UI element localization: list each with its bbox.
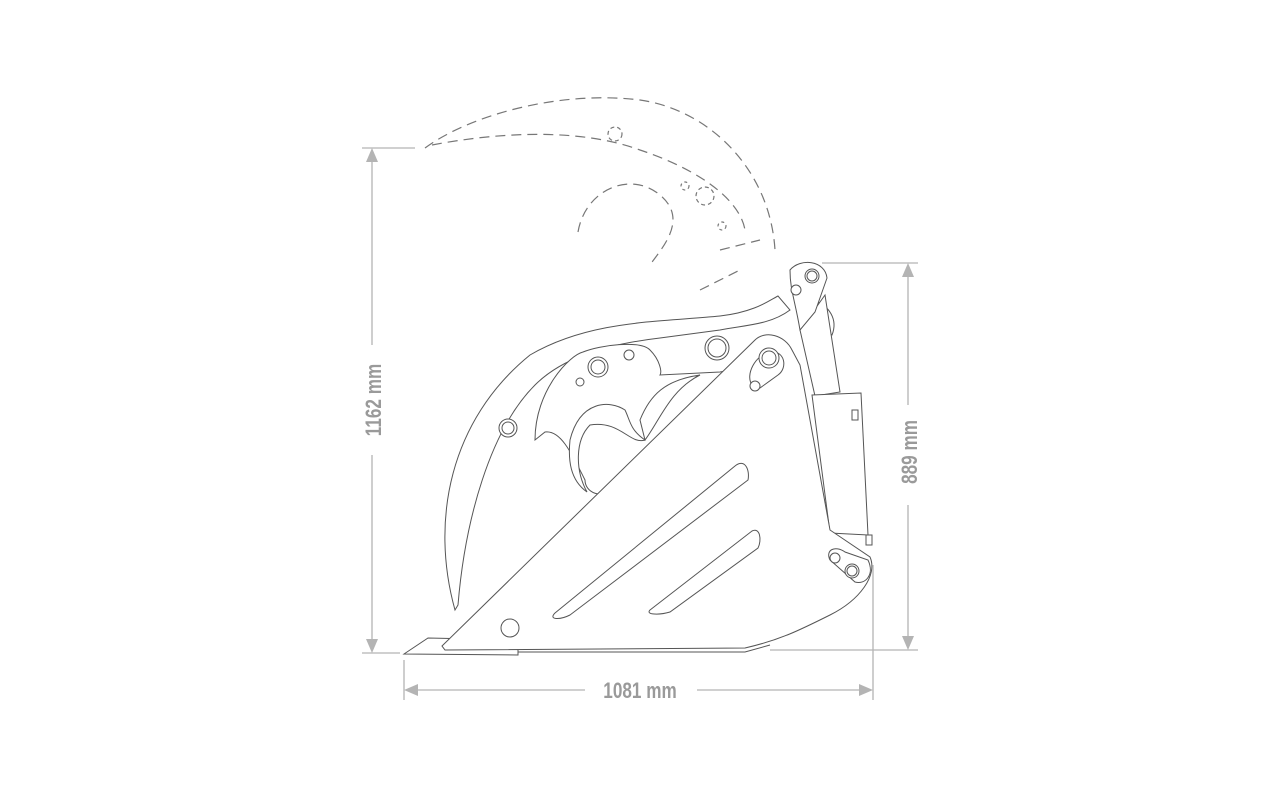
dimension-bucket-height: 889 mm [770, 262, 923, 651]
width-label: 1081 mm [603, 679, 676, 704]
hydraulic-cylinder [799, 293, 873, 546]
dimension-total-height: 1162 mm [362, 147, 415, 654]
dimension-width: 1081 mm [403, 565, 874, 704]
bucket-height-label: 889 mm [898, 420, 923, 484]
open-grapple-outline [424, 97, 776, 291]
pin-holes [498, 268, 860, 638]
total-height-label: 1162 mm [362, 364, 387, 436]
bucket-body [402, 262, 873, 656]
